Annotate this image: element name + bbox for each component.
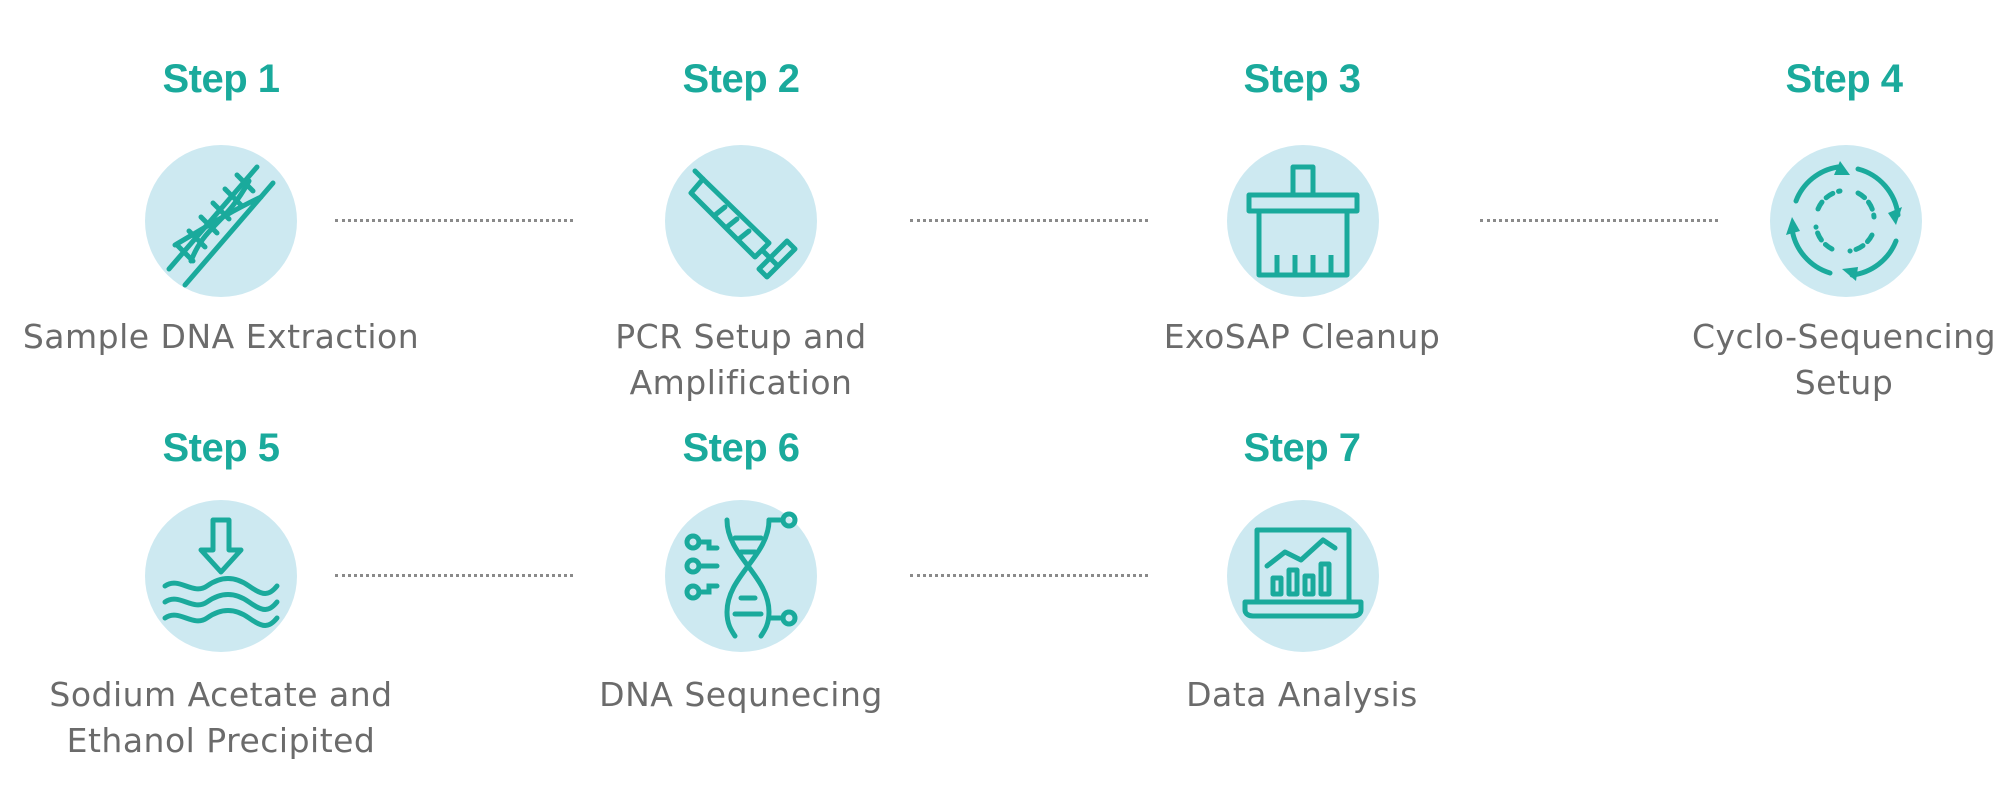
step-6-label-line-1: DNA Sequnecing (599, 675, 883, 714)
step-1-label-line-1: Sample DNA Extraction (22, 317, 420, 356)
step-2-label-line-1: PCR Setup and (615, 317, 867, 356)
step-7-title: Step 7 (1243, 426, 1361, 470)
step-6-icon-circle (665, 500, 817, 652)
step-2-label: PCR Setup and Amplification (531, 314, 951, 406)
step-7-icon-circle (1227, 500, 1379, 652)
pipette-icon (688, 168, 798, 280)
connector-step-5-to-6 (335, 574, 573, 577)
step-1-title: Step 1 (162, 57, 280, 101)
connector-step-3-to-4 (1480, 219, 1718, 222)
connector-step-2-to-3 (910, 219, 1148, 222)
step-5-title: Step 5 (162, 426, 280, 470)
step-4-label-line-1: Cyclo-Sequencing (1691, 317, 1997, 356)
step-3-title: Step 3 (1243, 57, 1361, 101)
step-6-label: DNA Sequnecing (531, 672, 951, 718)
step-4-icon-circle (1770, 145, 1922, 297)
step-7-label: Data Analysis (1092, 672, 1512, 718)
step-2-icon-circle (665, 145, 817, 297)
step-4-label-line-2: Setup (1794, 363, 1894, 402)
connector-step-6-to-7 (910, 574, 1148, 577)
dna-ladder-icon (166, 164, 276, 288)
step-1-icon-circle (145, 145, 297, 297)
step-5-label-line-1: Sodium Acetate and (49, 675, 393, 714)
cycle-arrows-icon (1786, 161, 1902, 281)
step-4-label: Cyclo-Sequencing Setup (1634, 314, 2009, 406)
step-1-label: Sample DNA Extraction (11, 314, 431, 360)
dna-helix-icon (684, 511, 798, 639)
precipitation-waves-icon (162, 517, 280, 628)
step-5-label-line-2: Ethanol Precipited (66, 721, 376, 760)
step-5-icon-circle (145, 500, 297, 652)
step-3-label-line-1: ExoSAP Cleanup (1163, 317, 1441, 356)
step-5-label: Sodium Acetate and Ethanol Precipited (11, 672, 431, 764)
step-7-label-line-1: Data Analysis (1186, 675, 1418, 714)
step-6-title: Step 6 (682, 426, 800, 470)
laptop-chart-icon (1242, 527, 1364, 619)
connector-step-1-to-2 (335, 219, 573, 222)
step-4-title: Step 4 (1785, 57, 1903, 101)
brush-icon (1246, 164, 1360, 278)
step-3-label: ExoSAP Cleanup (1092, 314, 1512, 360)
step-2-title: Step 2 (682, 57, 800, 101)
step-2-label-line-2: Amplification (629, 363, 853, 402)
step-3-icon-circle (1227, 145, 1379, 297)
